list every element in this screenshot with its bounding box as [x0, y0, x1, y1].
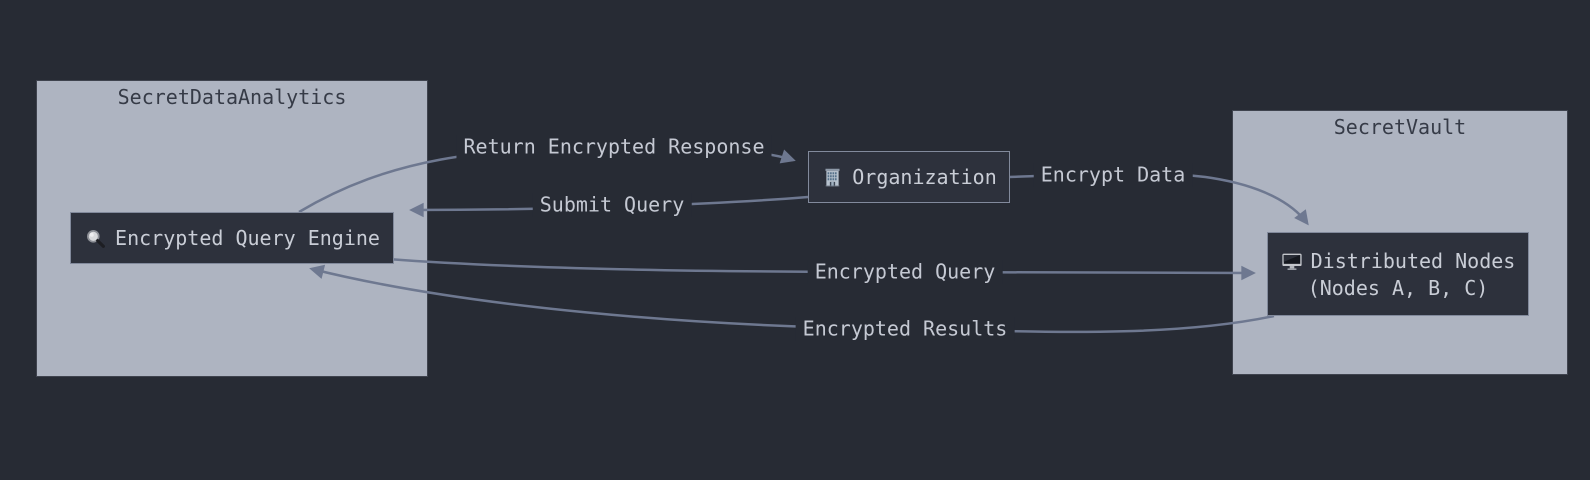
node-label-organization: Organization [852, 165, 997, 189]
edge-label-encrypted-results: Encrypted Results [795, 316, 1015, 342]
monitor-icon [1281, 250, 1303, 272]
cluster-title-secret-vault: SecretVault [1333, 115, 1467, 139]
node-encrypted-query-engine: Encrypted Query Engine [70, 212, 394, 264]
building-icon [821, 166, 843, 188]
edge-encrypted-results [309, 264, 1275, 334]
edge-label-submit-query: Submit Query [532, 192, 692, 218]
edge-label-encrypt-data: Encrypt Data [1033, 162, 1193, 188]
edge-label-encrypted-query: Encrypted Query [807, 259, 1003, 285]
magnifier-icon [84, 227, 106, 249]
node-distributed-nodes: Distributed Nodes (Nodes A, B, C) [1267, 232, 1529, 316]
edge-label-return-encrypted-response: Return Encrypted Response [456, 134, 772, 160]
node-label-encrypted-query-engine: Encrypted Query Engine [115, 226, 380, 250]
cluster-title-secret-data-analytics: SecretDataAnalytics [117, 85, 347, 109]
node-sublabel-distributed-nodes: (Nodes A, B, C) [1307, 275, 1489, 300]
node-label-distributed-nodes: Distributed Nodes [1310, 248, 1516, 273]
node-organization: Organization [808, 151, 1010, 203]
